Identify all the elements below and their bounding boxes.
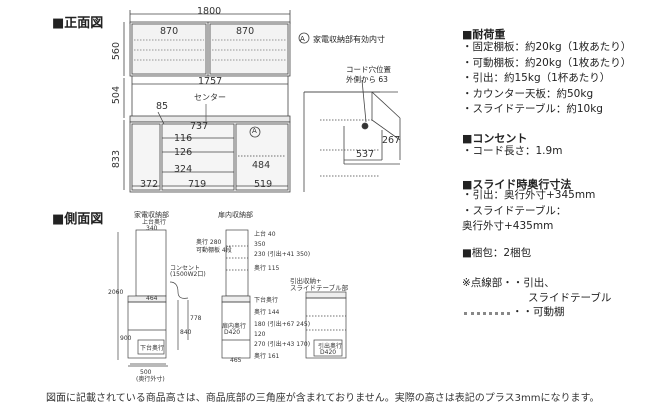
dim-900: 900 [120, 335, 132, 342]
load-item: ・可動棚板：約20kg（1枚あたり） [462, 56, 632, 69]
top-shelf-label: 上台奥行 [142, 219, 167, 226]
dim-484: 484 [252, 160, 271, 171]
outlet-heading: ■コンセント [462, 132, 528, 145]
dotted-legend-1: ※点線部・・引出、 [462, 277, 555, 289]
dim-mid-width: 1757 [198, 76, 223, 87]
footer-note: 図面に記載されている商品高さは、商品底部の三角座が含まれておりません。実際の高さ… [46, 393, 600, 404]
detail-a-caption: 家電収納部有効内寸 [313, 35, 385, 44]
load-item: ・引出：約15kg（1杯あたり） [462, 72, 611, 84]
side-appliance-label: 家電収納部 [134, 211, 169, 219]
dim-737: 737 [190, 121, 209, 132]
movable-shelf-label: 可動棚板 4段 [196, 247, 232, 254]
depth-note: (奥行外寸) [136, 376, 165, 383]
dashed-legend: ・・可動棚 [512, 306, 565, 318]
slide-item: ・引出：奥行外寸+345mm [462, 189, 596, 201]
dim-126: 126 [174, 147, 193, 158]
dim-upper-left: 870 [160, 26, 179, 37]
dim-161: 奥行 161 [254, 353, 280, 360]
dim-537: 537 [356, 149, 375, 160]
load-item: ・スライドテーブル：約10kg [462, 103, 603, 115]
dim-upper-right: 870 [236, 26, 255, 37]
load-heading: ■耐荷重 [462, 28, 506, 41]
dim-85: 85 [156, 101, 169, 112]
detail-a-mark: A [300, 35, 305, 43]
top-depth-lbl: 上台 40 [254, 231, 276, 238]
dim-372: 372 [140, 179, 159, 190]
side-interior-label: 扉内収納部 [218, 211, 253, 219]
cord-note-1: コード穴位置 [346, 65, 391, 74]
inner-depth-label: 扉内奥行 [222, 323, 247, 330]
circle-a-label: A [252, 127, 257, 135]
dashed-line-sample [464, 312, 510, 315]
dim-2060: 2060 [108, 289, 124, 296]
dim-324: 324 [174, 164, 193, 175]
dim-350: 350 [254, 241, 266, 248]
drawer-depth-value: D420 [320, 349, 337, 356]
front-view-heading: ■正面図 [52, 16, 104, 31]
cord-note-2: 外側から 63 [346, 75, 388, 84]
slide-heading: ■スライド時奥行寸法 [462, 178, 572, 191]
center-label: センター [194, 93, 226, 102]
dim-115: 奥行 115 [254, 265, 280, 272]
inner-depth-value: D420 [224, 329, 241, 336]
dim-230: 230 (引出+41 350) [254, 251, 311, 258]
slide-table-label: スライドテーブル部 [290, 284, 349, 292]
outlet-item: ・コード長さ：1.9m [462, 145, 563, 157]
depth-total: 500 [140, 369, 152, 376]
outlet-position: (1500W2口) [170, 271, 206, 278]
load-item: ・カウンター天板：約50kg [462, 87, 594, 100]
dim-719: 719 [188, 179, 207, 190]
dim-144: 奥行 144 [254, 309, 280, 316]
drawer-depth-label: 引出奥行 [318, 343, 343, 350]
slide-item: 奥行外寸+435mm [462, 220, 554, 232]
side-view-heading: ■側面図 [52, 212, 104, 227]
dim-465: 465 [230, 357, 242, 364]
dim-270: 270 (引出+43 170) [254, 341, 311, 348]
package-info: ■梱包：2梱包 [462, 247, 532, 259]
dim-120: 120 [254, 331, 266, 338]
slide-list: ・引出：奥行外寸+345mm ・スライドテーブル： 奥行外寸+435mm [462, 188, 595, 235]
dim-464: 464 [146, 295, 158, 302]
dim-total-width: 1800 [197, 6, 222, 17]
dim-116: 116 [174, 133, 193, 144]
dim-840: 840 [180, 329, 192, 336]
slide-item: ・スライドテーブル： [462, 204, 567, 217]
dim-519: 519 [254, 179, 273, 190]
lower-depth-side-label: 下台奥行 [254, 297, 279, 304]
lower-depth-label: 下台奥行 [140, 345, 165, 352]
dim-267: 267 [382, 135, 401, 146]
pullout-label: 引出収納+ [290, 277, 322, 285]
dim-778: 778 [190, 315, 202, 322]
dim-180: 180 (引出+67 245) [254, 321, 311, 328]
load-item: ・固定棚板：約20kg（1枚あたり） [462, 41, 632, 53]
outlet-label: コンセント [170, 265, 201, 272]
top-depth-value: 340 [146, 225, 158, 232]
dotted-legend-2: スライドテーブル [528, 292, 612, 304]
load-list: ・固定棚板：約20kg（1枚あたり） ・可動棚板：約20kg（1枚あたり） ・引… [462, 40, 631, 118]
shelf-depth-label: 奥行 280 [196, 239, 222, 246]
